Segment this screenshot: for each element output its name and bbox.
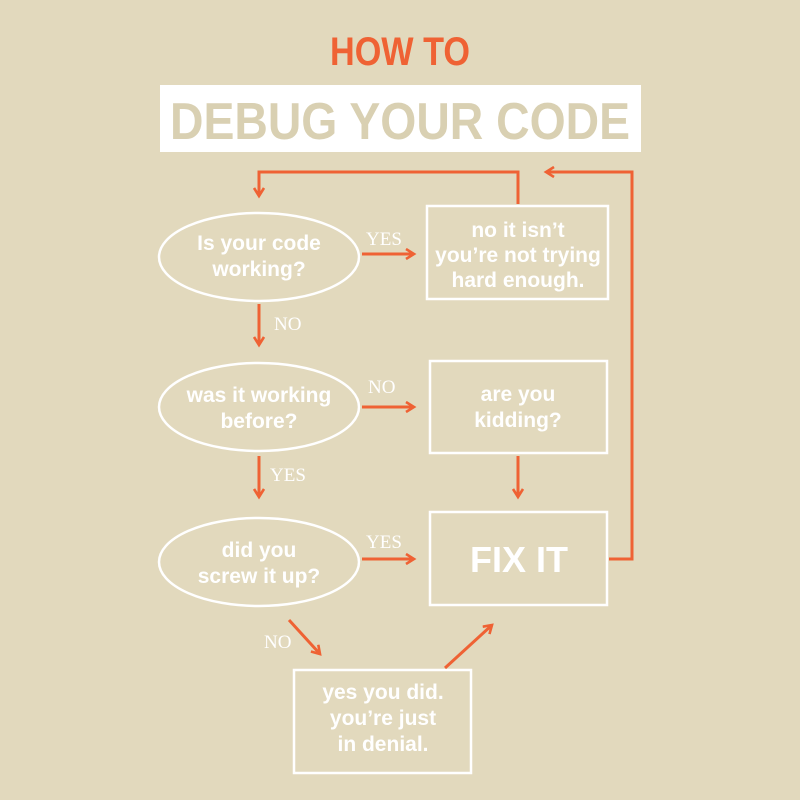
node-not-trying-line1: no it isn’t — [471, 219, 564, 242]
title-banner — [160, 85, 641, 152]
node-denial — [292, 668, 473, 775]
title-debug-your-code: DEBUG YOUR CODE — [170, 93, 630, 151]
node-not-trying-line3: hard enough. — [452, 269, 585, 292]
node-before-line2: before? — [220, 410, 297, 433]
node-before-line1: was it working — [186, 384, 332, 407]
label-working-yes: YES — [366, 229, 402, 250]
node-kidding-line2: kidding? — [474, 409, 562, 432]
node-screw-up-question — [157, 516, 361, 608]
node-denial-line3: in denial. — [337, 733, 428, 756]
label-before-yes: YES — [270, 465, 306, 486]
label-screw-no: NO — [264, 632, 291, 653]
arrow-denial-fix — [443, 625, 492, 670]
arrow-fix-loop — [546, 172, 634, 561]
node-working-line2: working? — [211, 258, 305, 281]
node-working-before-question — [157, 361, 361, 453]
node-not-trying-line2: you’re not trying — [435, 244, 601, 267]
label-working-no: NO — [274, 314, 301, 335]
node-fix-it-label: FIX IT — [470, 539, 568, 580]
node-not-trying — [425, 204, 610, 301]
node-kidding-line1: are you — [481, 383, 556, 406]
title-how-to: HOW TO — [330, 30, 470, 74]
node-screw-line1: did you — [222, 539, 297, 562]
node-kidding — [428, 359, 609, 455]
arrow-not-trying-loop — [259, 170, 520, 204]
label-screw-yes: YES — [366, 532, 402, 553]
node-working-question — [157, 211, 361, 303]
node-screw-line2: screw it up? — [198, 565, 321, 588]
arrow-screw-no — [287, 618, 320, 654]
node-fix-it — [428, 510, 609, 607]
node-denial-line1: yes you did. — [322, 681, 443, 704]
node-working-line1: Is your code — [197, 232, 321, 255]
label-before-no: NO — [368, 377, 395, 398]
node-denial-line2: you’re just — [330, 707, 436, 730]
